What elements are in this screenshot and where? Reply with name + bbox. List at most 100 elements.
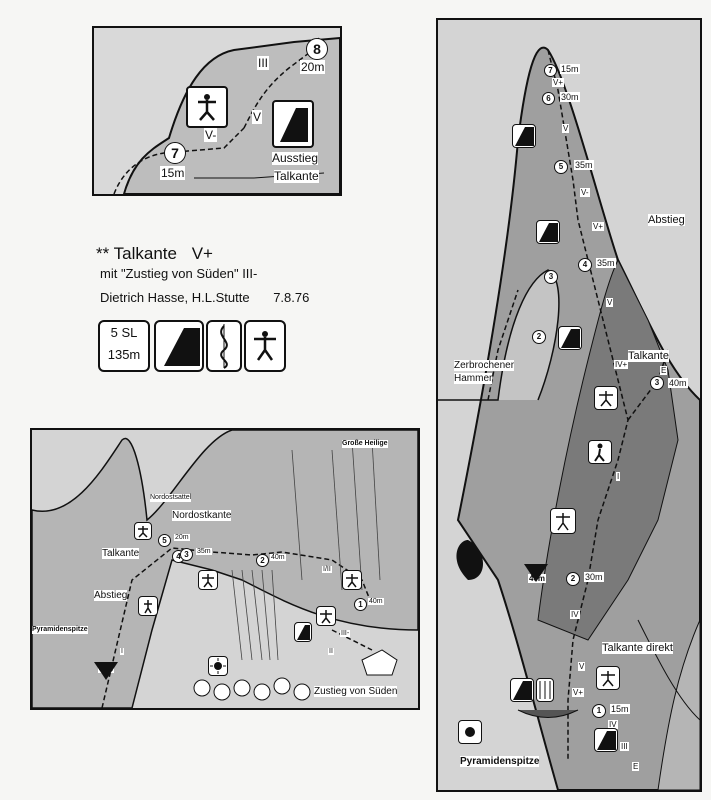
topo-grade-i: I (616, 472, 621, 481)
topo-stand-2: 2 (566, 572, 580, 586)
topo-stand-1-length: 15m (610, 704, 630, 714)
topo-stand-4-length: 35m (596, 258, 616, 268)
pitch-length-box: 5 SL 135m (98, 320, 150, 372)
route-title-block: ** Talkante V+ (96, 244, 213, 264)
label-nordostkante: Nordostkante (172, 510, 232, 521)
topo-grade-e: E (660, 366, 668, 375)
climber-legend-icon (244, 320, 286, 372)
topo-stand-2-left: 2 (532, 330, 546, 344)
route-subtitle: mit "Zustieg von Süden" III- (100, 266, 258, 281)
label-pyramidenspitze: Pyramidenspitze (32, 626, 88, 634)
topo-stand-6-length: 30m (560, 92, 580, 102)
topo-label-talkante-direkt: Talkante direkt (602, 642, 673, 655)
grade-v: V (252, 110, 263, 124)
grade-iii: III (257, 56, 270, 70)
topo-stand-2-length: 30m (584, 572, 604, 582)
topo-grade-vplus-2: V+ (592, 222, 605, 231)
crack-icon (272, 100, 314, 148)
pitch-count: 5 SL (110, 325, 138, 340)
overview-map-panel: Große Heilige Nordostsattel Nordostkante… (30, 428, 420, 710)
topo-label-zerbrochener-1: Zerbrochener (454, 360, 515, 371)
label-zustieg: Zustieg von Süden (314, 686, 398, 697)
overview-sun-icon (208, 656, 228, 676)
topo-crack-icon-1 (512, 124, 536, 148)
overview-stand-3-length: 35m (196, 548, 212, 555)
overview-climber-icon-5 (316, 606, 336, 626)
stand-8-marker: 8 (306, 38, 328, 60)
overview-stand-3: 3 (180, 548, 193, 561)
topo-crack-icon-5 (594, 728, 618, 752)
topo-chimney-icon (550, 508, 576, 534)
route-date: 7.8.76 (273, 290, 310, 305)
label-abstieg: Abstieg (94, 590, 128, 601)
topo-stand-6: 6 (542, 92, 555, 105)
overview-grade-i-ii: I/II (322, 566, 332, 573)
label-nordostsattel: Nordostsattel (150, 494, 192, 502)
stand-7-marker: 7 (164, 142, 186, 164)
topo-grade-v-2: V (606, 298, 614, 307)
topo-stand-3: 3 (650, 376, 664, 390)
topo-stand-7: 7 (544, 64, 557, 77)
overview-stand-2: 2 (256, 554, 269, 567)
overview-climber-icon-2 (198, 570, 218, 590)
overview-crack-icon (294, 622, 312, 642)
topo-grade-v-minus: V- (580, 188, 590, 197)
main-topo-panel: Abstieg Zerbrochener Hammer Talkante Tal… (436, 18, 702, 792)
topo-climber-icon-1 (594, 386, 618, 410)
label-grosse-heilige: Große Heilige (342, 440, 388, 448)
topo-label-pyramidenspitze: Pyramidenspitze (460, 756, 540, 767)
rope-legend-icon (206, 320, 242, 372)
topo-label-abstieg: Abstieg (648, 214, 685, 227)
topo-grade-e-2: E (632, 762, 640, 771)
overview-grade-iii-minus: III- (340, 630, 351, 637)
overview-climber-icon-1 (134, 522, 152, 540)
detail-topo-panel: 8 20m 7 15m III V V- Ausstieg Talkante (92, 26, 342, 196)
route-length: 135m (107, 347, 141, 362)
topo-label-talkante: Talkante (628, 350, 669, 363)
topo-grade-vplus-3: V+ (572, 688, 585, 697)
overview-rappel-marker (94, 662, 118, 680)
exit-label-2: Talkante (274, 169, 319, 184)
topo-grade-iv-2: IV (608, 720, 618, 729)
topo-walker-icon (588, 440, 612, 464)
topo-stand-4: 4 (578, 258, 592, 272)
overview-climber-icon-3 (138, 596, 158, 616)
grade-v-minus: V- (204, 128, 218, 142)
topo-stand-5-length: 35m (574, 160, 594, 170)
overview-stand-2-length: 40m (270, 554, 286, 561)
route-grade: V+ (191, 244, 213, 263)
topo-grade-v-3: V (578, 662, 586, 671)
topo-grade-iii: III (620, 742, 629, 751)
label-talkante: Talkante (102, 548, 140, 559)
climber-icon (186, 86, 228, 128)
topo-grade-iv-plus: IV+ (614, 360, 629, 369)
exit-label-1: Ausstieg (272, 151, 319, 166)
topo-climber-icon-2 (596, 666, 620, 690)
overview-grade-i: I (120, 648, 124, 655)
topo-stand-7-length: 15m (560, 64, 580, 74)
topo-rappel-marker (524, 564, 548, 582)
overview-stand-1-length: 40m (368, 598, 384, 605)
topo-crack-icon-2 (536, 220, 560, 244)
route-authors-block: Dietrich Hasse, H.L.Stutte 7.8.76 (100, 290, 309, 305)
topo-crack-icon-4 (510, 678, 534, 702)
overview-stand-5-length: 20m (174, 534, 190, 541)
main-topo-drawing (438, 20, 700, 790)
topo-stand-5: 5 (554, 160, 568, 174)
stand-8-length: 20m (300, 60, 326, 74)
topo-stand-1: 1 (592, 704, 606, 718)
topo-label-zerbrochener-2: Hammer (454, 373, 493, 384)
overview-climber-icon-4 (342, 570, 362, 590)
topo-sun-icon (458, 720, 482, 744)
topo-grade-iv: IV (570, 610, 580, 619)
overview-stand-1: 1 (354, 598, 367, 611)
topo-crack-icon-3 (558, 326, 582, 350)
topo-grade-vplus-top: V+ (552, 78, 565, 87)
stand-7-length: 15m (160, 166, 186, 180)
route-title: ** Talkante (96, 244, 177, 263)
topo-grade-v-1: V (562, 124, 570, 133)
crack-legend-icon (154, 320, 204, 372)
topo-stand-3-length: 40m (668, 378, 688, 388)
topo-rope-icon (536, 678, 554, 702)
overview-stand-5: 5 (158, 534, 171, 547)
